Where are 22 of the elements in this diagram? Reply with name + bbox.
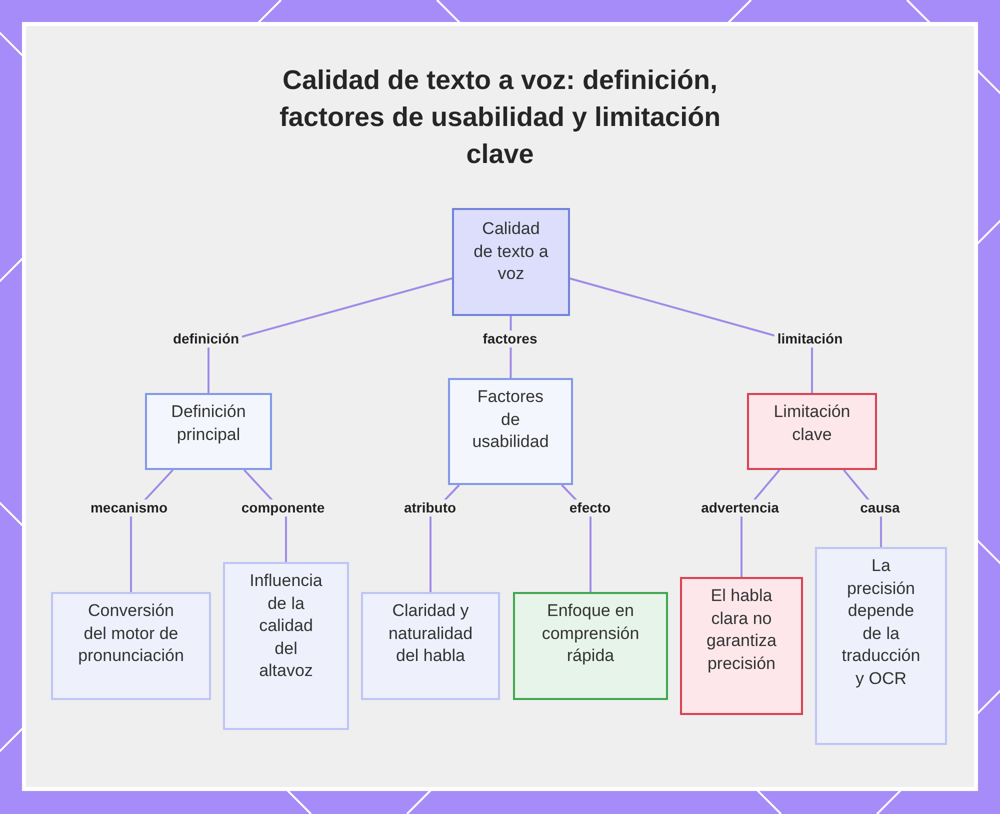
node-label: Claridad y naturalidad del habla	[387, 600, 474, 667]
connector-line	[208, 277, 452, 393]
concept-box	[145, 393, 272, 470]
concept-box	[747, 393, 877, 470]
concept-box	[223, 562, 349, 730]
node-label: Definición principal	[170, 401, 247, 446]
concept-box	[452, 208, 570, 316]
node-label: Influencia de la calidad del altavoz	[248, 570, 324, 682]
diagram-title: Calidad de texto a voz: definición, factores de usabilidad y limitación clave	[278, 64, 722, 171]
node-label: Calidad de texto a voz	[472, 218, 550, 285]
concept-box	[680, 577, 803, 715]
node-label: Enfoque en comprensión rápida	[540, 600, 640, 667]
node-label: Factores de usabilidad	[471, 386, 550, 453]
node-label: Limitación clave	[772, 401, 852, 446]
concept-box	[513, 592, 668, 700]
concept-box	[815, 547, 947, 745]
concept-box	[448, 378, 573, 485]
node-label: La precisión depende de la traducción y OCR	[840, 555, 922, 690]
concept-box	[51, 592, 211, 700]
node-label: Conversión del motor de pronunciación	[77, 600, 185, 667]
concept-box	[361, 592, 500, 700]
node-label: El habla clara no garantiza precisión	[706, 585, 778, 674]
